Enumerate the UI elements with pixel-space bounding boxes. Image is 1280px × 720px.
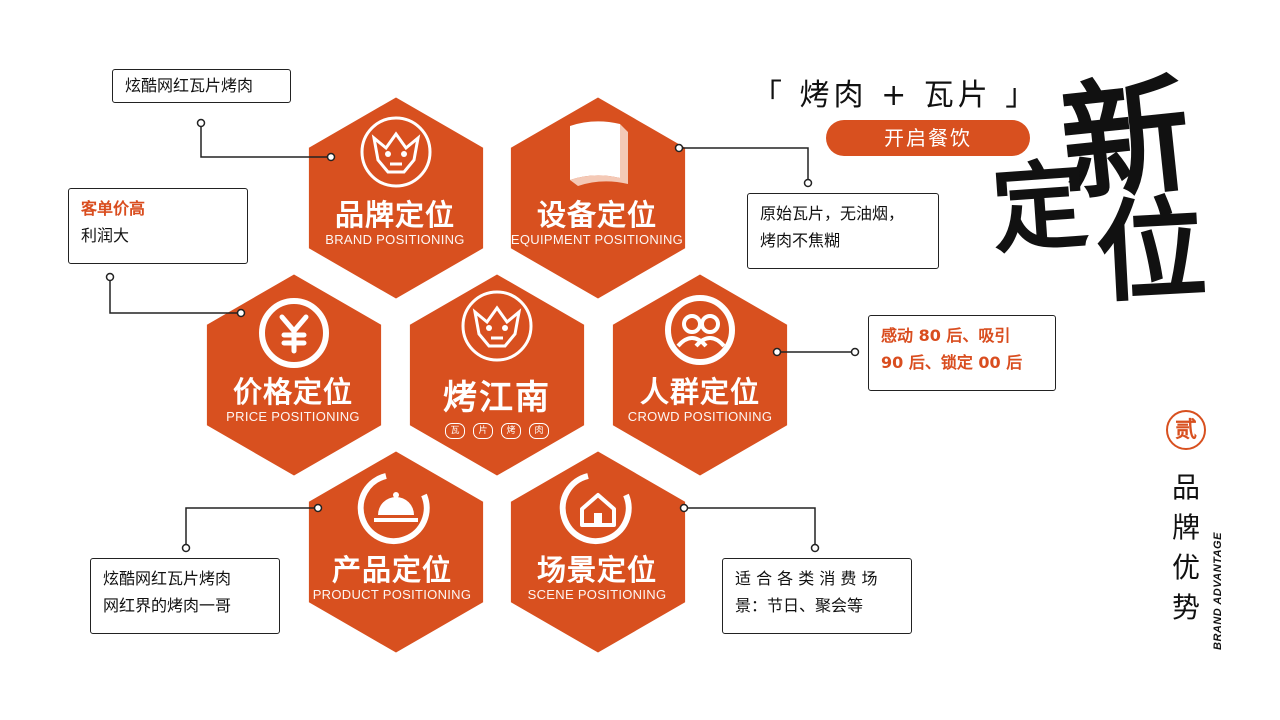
section-title-char: 势 (1171, 591, 1200, 624)
connector-dot (196, 118, 206, 128)
big-title-char-2: 定 (988, 147, 1092, 268)
callout-brand: 炫酷网红瓦片烤肉 (112, 69, 291, 103)
hexagon-scene (504, 445, 692, 659)
hex-equipment: 设备定位 EQUIPMENT POSITIONING (498, 198, 696, 248)
connector-dot (679, 503, 689, 513)
connector-product (185, 507, 318, 548)
hex-product: 产品定位 PRODUCT POSITIONING (293, 553, 491, 603)
section-title-char: 优 (1171, 551, 1200, 584)
brand-tag: 烤 (501, 423, 521, 439)
center-brand: 烤江南 瓦片烤肉 (398, 378, 596, 439)
callout-crowd-line2: 90 后、锁定 00 后 (881, 353, 1023, 372)
callout-scene-line2: 景：节日、聚会等 (735, 596, 864, 615)
connector-dot (236, 308, 246, 318)
hex-brand: 品牌定位 BRAND POSITIONING (296, 198, 494, 248)
hex-scene-subtitle: SCENE POSITIONING (527, 587, 667, 602)
hex-scene: 场景定位 SCENE POSITIONING (498, 553, 696, 603)
connector-dot (810, 543, 820, 553)
hex-crowd-subtitle: CROWD POSITIONING (627, 409, 773, 424)
hex-brand-subtitle: BRAND POSITIONING (325, 232, 465, 247)
callout-product-line1: 炫酷网红瓦片烤肉 (103, 569, 232, 588)
section-title-char: 品 (1171, 471, 1200, 504)
brand-tag: 瓦 (445, 423, 465, 439)
callout-price: 客单价高 利润大 (68, 188, 248, 264)
hex-price-title: 价格定位 (232, 375, 353, 409)
connector-dot (313, 503, 323, 513)
connector-dot (772, 347, 782, 357)
cloche-icon (357, 473, 430, 545)
connector-dot (105, 272, 115, 282)
callout-product: 炫酷网红瓦片烤肉 网红界的烤肉一哥 (90, 558, 280, 634)
callout-scene-line1: 适 合 各 类 消 费 场 (735, 569, 878, 588)
hex-crowd: 人群定位 CROWD POSITIONING (601, 375, 799, 425)
connector-dot (181, 543, 191, 553)
connector-dot (674, 143, 684, 153)
callout-product-line2: 网红界的烤肉一哥 (103, 596, 232, 615)
hex-brand-title: 品牌定位 (334, 198, 455, 232)
hex-crowd-title: 人群定位 (639, 375, 760, 409)
house-icon (559, 473, 632, 545)
callout-price-line1: 客单价高 (81, 199, 146, 218)
hex-scene-title: 场景定位 (536, 553, 657, 587)
section-english: BRAND ADVANTAGE (1212, 532, 1224, 650)
hexagon-price (200, 268, 388, 482)
big-title-char-3: 位 (1092, 183, 1210, 318)
connector-scene (684, 507, 816, 548)
connector-brand (200, 123, 331, 158)
hex-equipment-subtitle: EQUIPMENT POSITIONING (510, 232, 684, 247)
callout-equipment: 原始瓦片，无油烟， 烤肉不焦糊 (747, 193, 939, 269)
section-number-badge: 贰 (1166, 410, 1206, 450)
callout-scene: 适 合 各 类 消 费 场 景：节日、聚会等 (722, 558, 912, 634)
callout-crowd-line1: 感动 80 后、吸引 (881, 326, 1011, 345)
hexagon-center (403, 268, 591, 482)
people-icon (665, 295, 735, 365)
connector-price (109, 277, 241, 314)
section-title: 品 牌 优 势 (1168, 468, 1204, 628)
tile-slab-icon (570, 121, 628, 186)
beast-mask-icon (360, 116, 432, 188)
connector-dot (803, 178, 813, 188)
headline-pill: 开启餐饮 (826, 120, 1030, 156)
connector-equipment (679, 147, 809, 183)
center-brand-name: 烤江南 (443, 378, 551, 418)
hexagon-equipment (504, 91, 692, 305)
hexagon-brand (302, 91, 490, 305)
hex-product-subtitle: PRODUCT POSITIONING (312, 587, 472, 602)
beast-mask-icon (461, 290, 533, 362)
hex-product-title: 产品定位 (331, 553, 452, 587)
yen-icon (259, 298, 329, 368)
hex-price-subtitle: PRICE POSITIONING (226, 409, 360, 424)
callout-brand-line1: 炫酷网红瓦片烤肉 (125, 76, 254, 95)
callout-equipment-line1: 原始瓦片，无油烟， (760, 204, 905, 223)
callout-price-line2: 利润大 (81, 226, 130, 245)
callout-equipment-line2: 烤肉不焦糊 (760, 231, 841, 250)
callout-crowd: 感动 80 后、吸引 90 后、锁定 00 后 (868, 315, 1056, 391)
section-title-char: 牌 (1171, 511, 1200, 544)
brand-tag: 片 (473, 423, 493, 439)
brand-tag: 肉 (529, 423, 549, 439)
center-brand-tags: 瓦片烤肉 (398, 418, 596, 439)
hex-equipment-title: 设备定位 (536, 198, 657, 232)
headline: 「 烤肉 + 瓦片 」 (752, 78, 1040, 113)
hexagon-crowd (606, 268, 794, 482)
connector-dot (850, 347, 860, 357)
hex-price: 价格定位 PRICE POSITIONING (194, 375, 392, 425)
connector-dot (326, 152, 336, 162)
hexagon-product (302, 445, 490, 659)
